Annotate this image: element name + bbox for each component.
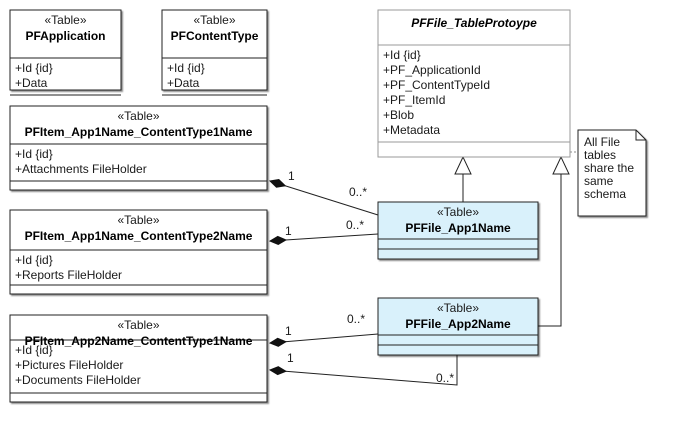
class-stereotype: «Table»: [44, 13, 86, 27]
association-line: [269, 233, 379, 242]
class-name: PFFile_App1Name: [405, 221, 511, 235]
target-multiplicity: 0..*: [347, 312, 365, 326]
class-name: PFItem_App1Name_ContentType1Name: [25, 125, 253, 139]
class-name: PFApplication: [25, 29, 105, 43]
class-box: [9, 209, 268, 295]
class-stereotype: «Table»: [117, 213, 159, 227]
generalization-arrow-icon: [552, 155, 570, 175]
source-multiplicity: 1: [287, 351, 294, 365]
target-multiplicity: 0..*: [436, 371, 454, 385]
class-attribute: +PF_ContentTypeId: [383, 78, 490, 92]
class-stereotype: «Table»: [117, 318, 159, 332]
class-attribute: +Reports FileHolder: [15, 268, 122, 282]
class-pffile-tableprototype[interactable]: PFFile_TableProtoype +Id {id}+PF_Applicat…: [377, 9, 571, 158]
class-pffile-app1[interactable]: «Table» PFFile_App1Name: [377, 201, 539, 260]
class-attribute: +Attachments FileHolder: [15, 162, 147, 176]
composition-diamond-icon: [268, 235, 288, 246]
composition-diamond-icon: [268, 337, 288, 347]
class-name: PFContentType: [171, 29, 259, 43]
target-multiplicity: 0..*: [349, 185, 367, 199]
class-attribute: +Blob: [383, 108, 414, 122]
class-name: PFFile_TableProtoype: [411, 16, 537, 30]
class-attribute: +Id {id}: [15, 343, 53, 357]
class-attribute: +Documents FileHolder: [15, 373, 141, 387]
note-shape: [577, 129, 647, 217]
class-name: PFItem_App2Name_ContentType1Name: [25, 334, 253, 348]
class-pfitem-app2-ct1[interactable]: «Table»PFItem_App2Name_ContentType1Name+…: [9, 314, 268, 403]
class-pfcontenttype[interactable]: «Table» PFContentType +Id {id}+Data: [161, 9, 268, 96]
note-fold: [635, 130, 646, 141]
note-text-line: schema: [584, 187, 626, 201]
class-box: [377, 9, 571, 158]
class-attribute: +Id {id}: [15, 61, 53, 75]
class-attribute: +Id {id}: [167, 61, 205, 75]
class-box: [9, 105, 268, 191]
composition-diamond-icon: [268, 366, 288, 376]
class-pfitem-app1-ct2[interactable]: «Table» PFItem_App1Name_ContentType2Name +…: [9, 209, 268, 295]
class-name: PFFile_App2Name: [405, 317, 511, 331]
composition-diamond-icon: [268, 179, 287, 188]
association-line: [269, 333, 379, 344]
association-line: [269, 180, 379, 216]
source-multiplicity: 1: [285, 324, 292, 338]
class-attribute: +Id {id}: [15, 253, 53, 267]
target-multiplicity: 0..*: [346, 218, 364, 232]
class-attribute: +Id {id}: [15, 147, 53, 161]
connectors: 1 0..* 1 0..* 1 0..* 1 0..*: [268, 151, 578, 386]
class-box: [161, 9, 268, 91]
class-pfitem-app1-ct1[interactable]: «Table» PFItem_App1Name_ContentType1Name +…: [9, 105, 268, 191]
note-text-line: All File: [584, 135, 620, 149]
class-attribute: +Id {id}: [383, 48, 421, 62]
generalization-line: [538, 174, 562, 327]
note-text-line: tables: [584, 148, 616, 162]
class-pfapplication[interactable]: «Table» PFApplication +Id {id}+Data: [9, 9, 122, 96]
generalization-arrow-icon: [454, 155, 472, 175]
source-multiplicity: 1: [285, 224, 292, 238]
class-attribute: +Metadata: [383, 123, 440, 137]
class-box: [9, 314, 268, 403]
note-text-line: share the: [584, 161, 634, 175]
source-multiplicity: 1: [288, 169, 295, 183]
class-pffile-app2[interactable]: «Table» PFFile_App2Name: [377, 297, 539, 356]
class-stereotype: «Table»: [437, 205, 479, 219]
class-stereotype: «Table»: [193, 13, 235, 27]
class-attribute: +PF_ItemId: [383, 93, 445, 107]
class-box: [9, 9, 122, 91]
class-attribute: +Data: [167, 76, 200, 90]
class-attribute: +Pictures FileHolder: [15, 358, 123, 372]
class-attribute: +Data: [15, 76, 48, 90]
class-attribute: +PF_ApplicationId: [383, 63, 481, 77]
note-text-line: same: [584, 174, 614, 188]
class-stereotype: «Table»: [437, 301, 479, 315]
class-stereotype: «Table»: [117, 109, 159, 123]
class-name: PFItem_App1Name_ContentType2Name: [25, 229, 253, 243]
association-line: [269, 355, 458, 386]
